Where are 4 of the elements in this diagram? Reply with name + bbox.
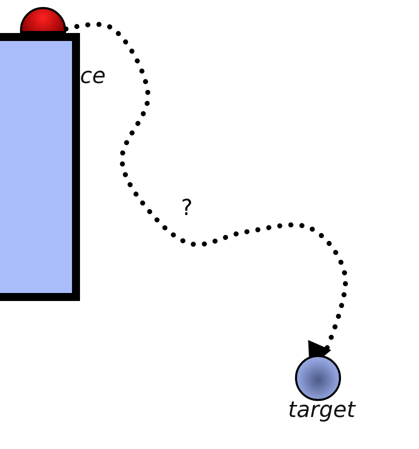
panel-rectangle bbox=[0, 33, 80, 301]
text-label: ce bbox=[80, 64, 106, 89]
node-caption: target bbox=[288, 398, 356, 423]
target-ball bbox=[295, 355, 341, 401]
